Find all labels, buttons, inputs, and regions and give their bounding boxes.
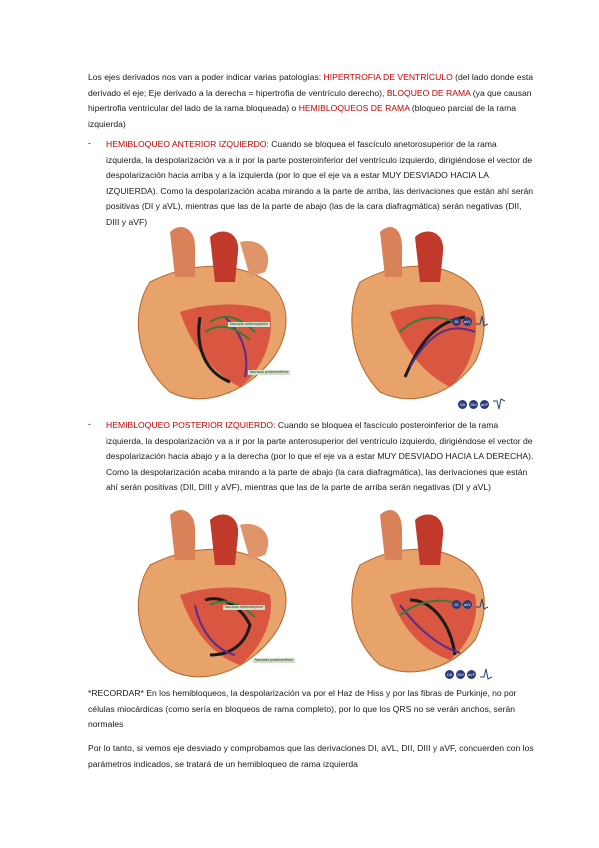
- lead-avl: aVL: [463, 317, 472, 326]
- anterior-paragraph: HEMIBLOQUEO ANTERIOR IZQUIERDO: Cuando s…: [106, 137, 536, 230]
- posterior-body: Cuando se bloquea el fascículo posteroin…: [106, 420, 534, 492]
- recordar-paragraph: *RECORDAR* En los hemibloqueos, la despo…: [88, 688, 517, 729]
- heart-illustration: [351, 510, 485, 673]
- lead-diii: DIII: [469, 400, 478, 409]
- lead-di: DI: [452, 317, 461, 326]
- label-fasciculo-sup: fascículo anterosuperior: [223, 605, 266, 610]
- positive-qrs-icon: [476, 315, 488, 327]
- anterior-body: Cuando se bloquea el fascículo anetorosu…: [106, 139, 534, 227]
- intro-text: (ya que causan hipertrofia ventricular d…: [88, 87, 532, 114]
- lead-avf: aVF: [467, 670, 476, 679]
- positive-qrs-icon: [476, 598, 488, 610]
- label-fasciculo-inf: fascículo posteroinferior: [253, 658, 296, 663]
- intro-text: (bloqueo parcial de la rama izquierda): [88, 103, 517, 129]
- bullet-marker: -: [88, 138, 91, 148]
- lead-dii: DII: [445, 670, 454, 679]
- posterior-paragraph: HEMIBLOQUEO POSTERIOR IZQUIERDO: Cuando …: [106, 418, 536, 496]
- heart-diagram-posterior-left: fascículo anterosuperior fascículo poste…: [110, 505, 310, 685]
- negative-qrs-icon: [493, 398, 505, 410]
- posterior-heading: HEMIBLOQUEO POSTERIOR IZQUIERDO:: [106, 420, 276, 430]
- intro-text: Los ejes derivados nos van a poder indic…: [88, 72, 324, 82]
- anterior-heading: HEMIBLOQUEO ANTERIOR IZQUIERDO:: [106, 139, 269, 149]
- label-fasciculo-sup: fascículo anterosuperior: [228, 322, 271, 327]
- lead-diii: DIII: [456, 670, 465, 679]
- lead-dii: DII: [458, 400, 467, 409]
- term-hemibloqueos: HEMIBLOQUEOS DE RAMA: [298, 103, 410, 113]
- intro-text: (del lado donde esta derivado el eje; Ej…: [88, 72, 534, 98]
- intro-paragraph: Los ejes derivados nos van a poder indic…: [88, 70, 538, 132]
- conclusion-paragraph: Por lo tanto, si vemos eje desviado y co…: [88, 743, 534, 769]
- term-hipertrofia: HIPERTROFIA DE VENTRÍCULO: [323, 72, 453, 82]
- heart-illustration: [137, 227, 287, 400]
- heart-diagram-anterior-left: fascículo anterosuperior fascículo poste…: [110, 222, 310, 407]
- positive-qrs-icon: [480, 668, 492, 680]
- term-bloqueo-rama: BLOQUEO DE RAMA: [386, 87, 471, 98]
- heart-diagram-anterior-right: DI aVL DII DIII aVF: [340, 222, 530, 412]
- lead-avl: aVL: [463, 600, 472, 609]
- bullet-marker: -: [88, 419, 91, 429]
- label-fasciculo-inf: fascículo posteroinferior: [248, 370, 291, 375]
- heart-illustration: [351, 227, 485, 400]
- lead-di: DI: [452, 600, 461, 609]
- lead-avf: aVF: [480, 400, 489, 409]
- heart-diagram-posterior-right: DI aVL DII DIII aVF: [340, 505, 530, 685]
